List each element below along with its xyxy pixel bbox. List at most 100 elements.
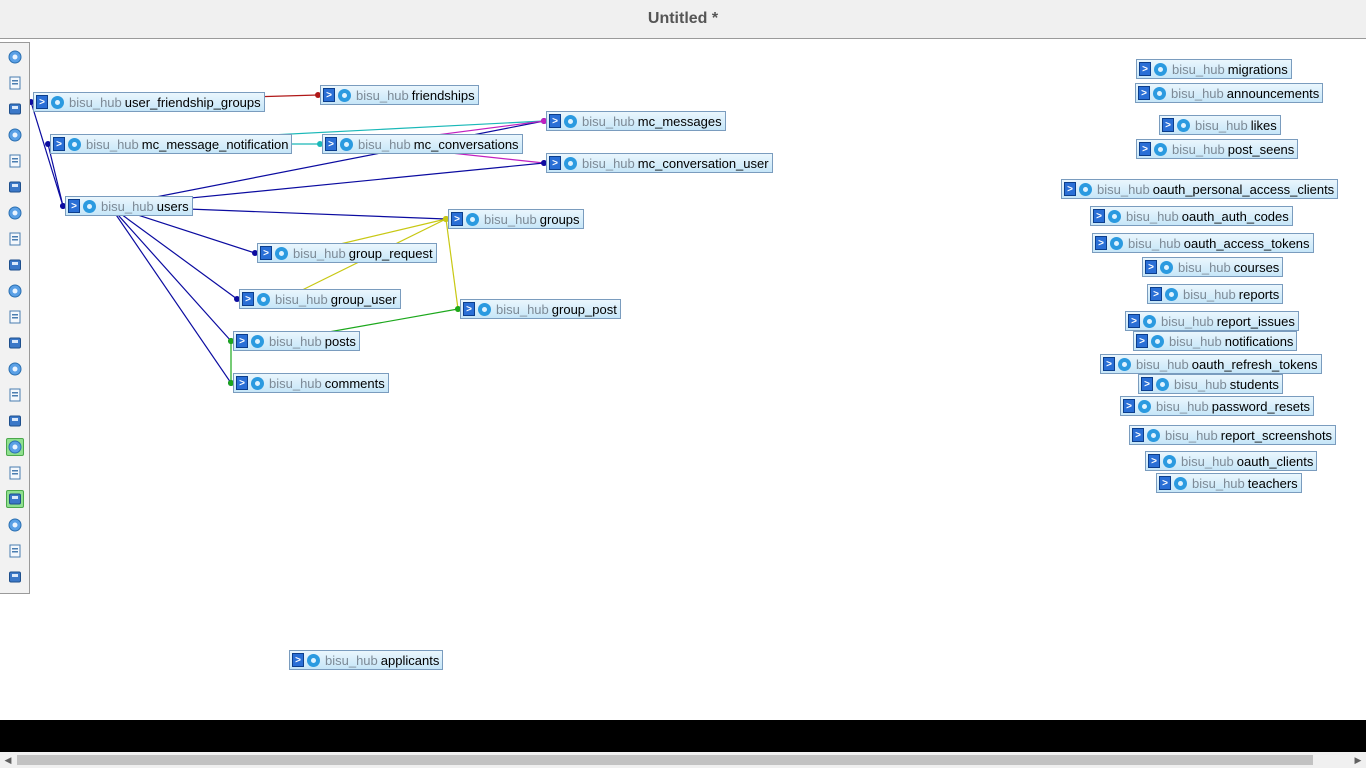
snap-to-grid-button[interactable]: [6, 412, 24, 430]
toggle-columns-icon[interactable]: >: [1145, 260, 1157, 274]
gear-icon[interactable]: [1108, 209, 1121, 223]
show-all-columns-button[interactable]: [6, 438, 24, 456]
gear-icon[interactable]: [257, 292, 270, 306]
toggle-columns-icon[interactable]: >: [325, 137, 337, 151]
add-table-button[interactable]: [6, 100, 24, 118]
toggle-visibility-button[interactable]: [6, 308, 24, 326]
export-button[interactable]: [6, 516, 24, 534]
gear-icon[interactable]: [1147, 428, 1160, 442]
edit-button[interactable]: [6, 152, 24, 170]
gear-icon[interactable]: [1118, 357, 1131, 371]
toggle-columns-icon[interactable]: >: [242, 292, 254, 306]
zoom-reset-button[interactable]: [6, 48, 24, 66]
gear-icon[interactable]: [1160, 260, 1173, 274]
gear-icon[interactable]: [1143, 314, 1156, 328]
toggle-relation-lines-button[interactable]: [6, 490, 24, 508]
gear-icon[interactable]: [564, 156, 577, 170]
gear-icon[interactable]: [51, 95, 64, 109]
gear-icon[interactable]: [1154, 142, 1167, 156]
scroll-right-icon[interactable]: ▶: [1354, 755, 1362, 765]
toggle-columns-icon[interactable]: >: [236, 376, 248, 390]
gear-icon[interactable]: [1163, 454, 1176, 468]
toggle-columns-icon[interactable]: >: [68, 199, 80, 213]
toggle-columns-icon[interactable]: >: [323, 88, 335, 102]
move-menu-button[interactable]: [6, 542, 24, 560]
toggle-columns-icon[interactable]: >: [1139, 142, 1151, 156]
gear-icon[interactable]: [338, 88, 351, 102]
toggle-columns-icon[interactable]: >: [1136, 334, 1148, 348]
gear-icon[interactable]: [307, 653, 320, 667]
toggle-columns-icon[interactable]: >: [549, 114, 561, 128]
toggle-columns-icon[interactable]: >: [1123, 399, 1135, 413]
gear-icon[interactable]: [1153, 86, 1166, 100]
toggle-columns-icon[interactable]: >: [549, 156, 561, 170]
gear-icon[interactable]: [1138, 399, 1151, 413]
gear-icon[interactable]: [478, 302, 491, 316]
gear-icon[interactable]: [1110, 236, 1123, 250]
new-page-button[interactable]: [6, 126, 24, 144]
delete-page-button[interactable]: [6, 230, 24, 248]
help-button[interactable]: [6, 360, 24, 378]
toggle-columns-icon[interactable]: >: [36, 95, 48, 109]
gear-icon[interactable]: [1156, 377, 1169, 391]
gear-icon[interactable]: [1177, 118, 1190, 132]
toggle-columns-icon[interactable]: >: [1159, 476, 1171, 490]
toggle-columns-icon[interactable]: >: [1064, 182, 1076, 196]
toggle-columns-icon[interactable]: >: [451, 212, 463, 226]
toggle-columns-icon[interactable]: >: [53, 137, 65, 151]
gear-icon[interactable]: [1154, 62, 1167, 76]
relation-lines-button[interactable]: [6, 386, 24, 404]
toggle-columns-icon[interactable]: >: [1141, 377, 1153, 391]
toggle-columns-icon[interactable]: >: [1132, 428, 1144, 442]
pin-menu-button[interactable]: [6, 568, 24, 586]
gear-icon[interactable]: [251, 376, 264, 390]
toggle-columns-icon[interactable]: >: [1150, 287, 1162, 301]
toggle-columns-icon[interactable]: >: [1093, 209, 1105, 223]
add-relation-button[interactable]: [6, 282, 24, 300]
toggle-columns-icon[interactable]: >: [236, 334, 248, 348]
toggle-columns-icon[interactable]: >: [463, 302, 475, 316]
save-button[interactable]: [6, 178, 24, 196]
toggle-columns-icon[interactable]: >: [260, 246, 272, 260]
table-list-button[interactable]: [6, 256, 24, 274]
toggle-columns-icon[interactable]: >: [292, 653, 304, 667]
gear-icon[interactable]: [340, 137, 353, 151]
gear-icon[interactable]: [1079, 182, 1092, 196]
gear-icon[interactable]: [1151, 334, 1164, 348]
scrollbar-thumb[interactable]: [17, 755, 1313, 765]
gear-icon[interactable]: [466, 212, 479, 226]
scroll-left-icon[interactable]: ◀: [4, 755, 12, 765]
toggle-columns-icon[interactable]: >: [1103, 357, 1115, 371]
gear-icon[interactable]: [1174, 476, 1187, 490]
gear-icon[interactable]: [83, 199, 96, 213]
toggle-columns-icon[interactable]: >: [1095, 236, 1107, 250]
gear-icon[interactable]: [251, 334, 264, 348]
toggle-columns-icon[interactable]: >: [1138, 86, 1150, 100]
